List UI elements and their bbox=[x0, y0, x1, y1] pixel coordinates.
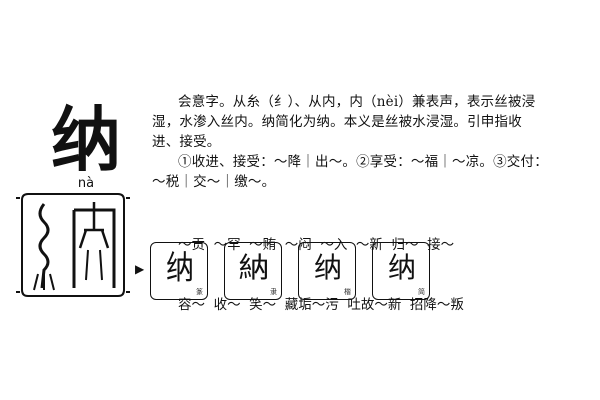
definition-line: 会意字。从糸（纟）、从内，内（nèi）兼表声，表示丝被浸 bbox=[178, 94, 536, 110]
script-label: 楷 bbox=[344, 288, 351, 296]
script-box-regular: 纳 楷 bbox=[298, 242, 356, 300]
script-label: 隶 bbox=[270, 288, 277, 296]
senses-line: ①收进、接受：～降｜出～。②享受：～福｜～凉。③交付： bbox=[178, 154, 548, 170]
script-label: 简 bbox=[418, 288, 425, 296]
script-glyph: 納 bbox=[238, 251, 270, 284]
ancient-script-frame bbox=[14, 190, 132, 302]
definition-text: 会意字。从糸（纟）、从内，内（nèi）兼表声，表示丝被浸 湿，水渗入丝内。纳简化… bbox=[152, 92, 572, 192]
script-glyph: 纳 bbox=[165, 248, 194, 287]
script-box-clerical: 納 隶 bbox=[224, 242, 282, 300]
compound-words-row: 容～ 收～ 笑～ 藏垢～污 吐故～新 招降～叛 bbox=[178, 297, 464, 313]
script-box-simplified: 纳 简 bbox=[372, 242, 430, 300]
headword-pinyin: nà bbox=[77, 176, 95, 191]
definition-line: 湿，水渗入丝内。纳简化为纳。本义是丝被水浸湿。引申指收 bbox=[152, 114, 522, 130]
definition-line: 进、接受。 bbox=[152, 134, 221, 150]
script-label: 篆 bbox=[196, 288, 203, 296]
script-glyph: 纳 bbox=[313, 251, 342, 284]
script-glyph: 纳 bbox=[387, 251, 416, 284]
headword-character: 纳 bbox=[51, 98, 121, 181]
arrow-icon: ▶ bbox=[135, 262, 145, 276]
senses-line: ～税｜交～｜缴～。 bbox=[152, 174, 276, 190]
oracle-bone-glyph-illustration bbox=[16, 193, 130, 297]
script-box-seal: 纳 篆 bbox=[150, 242, 208, 300]
